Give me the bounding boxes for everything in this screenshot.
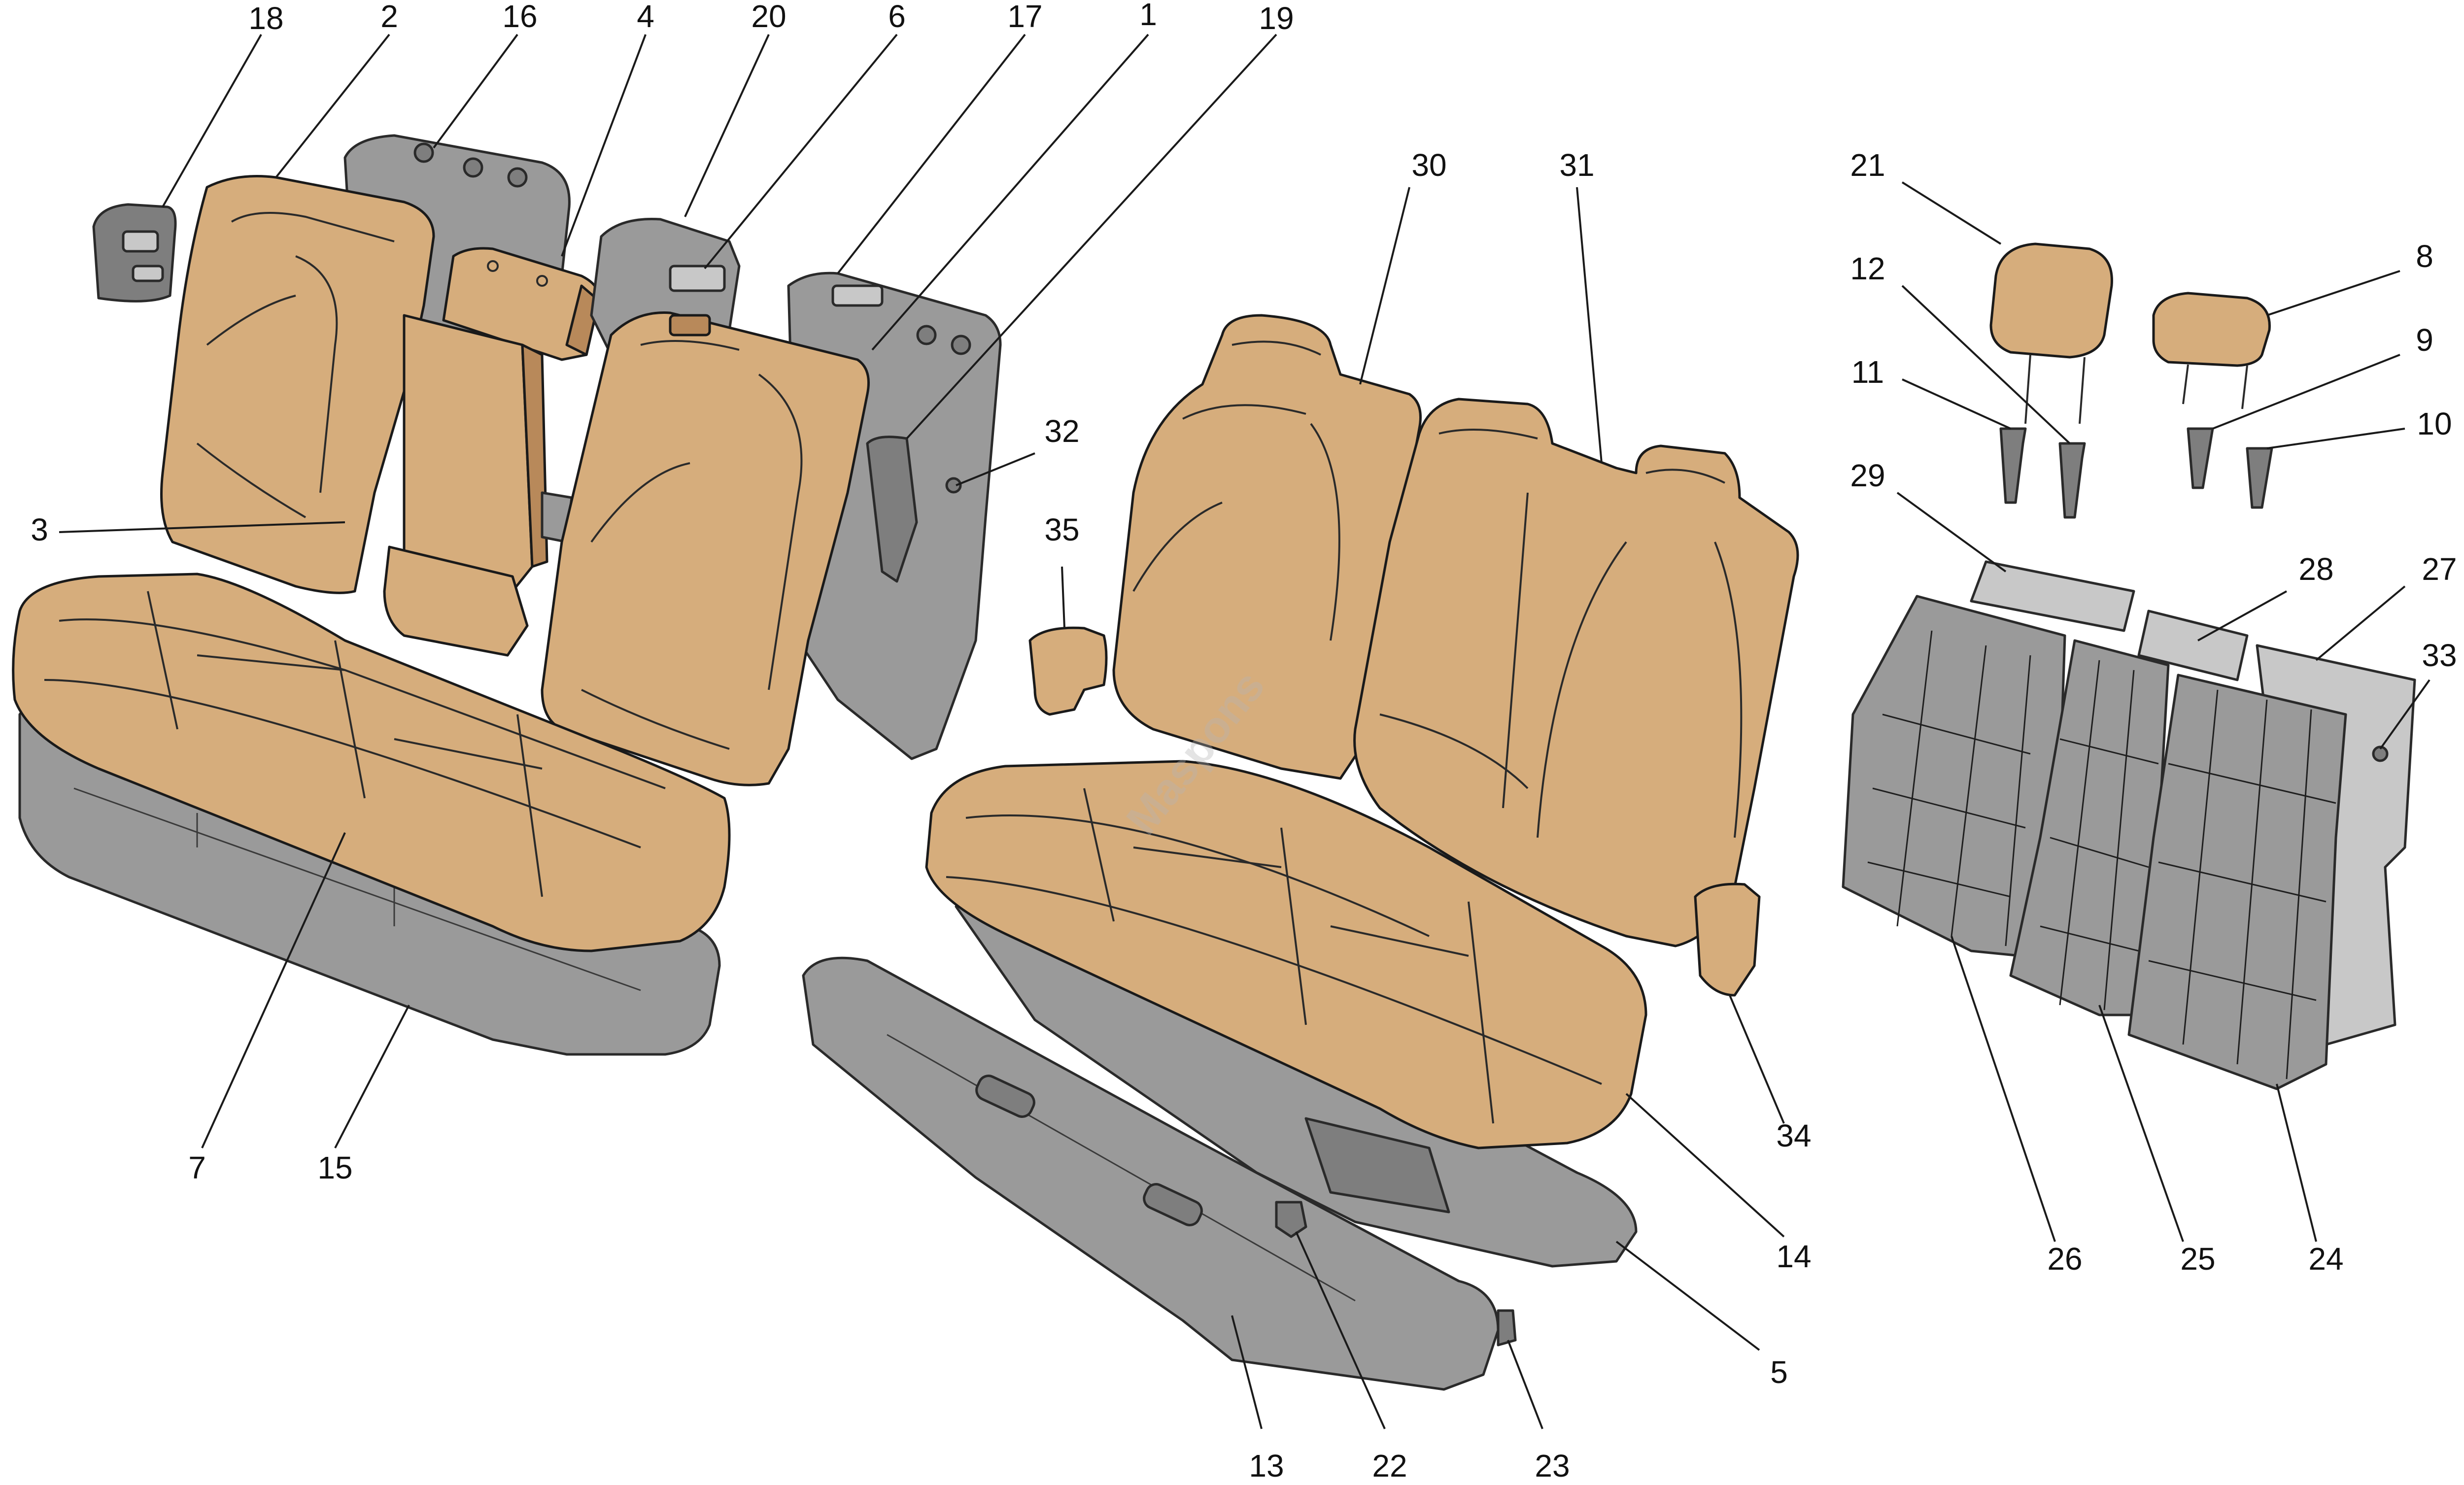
callout-19: 19 — [1259, 0, 1294, 36]
callout-8: 8 — [2416, 238, 2433, 274]
callout-33: 33 — [2422, 638, 2457, 673]
part-34-side-piece — [1694, 882, 1761, 997]
callout-27: 27 — [2422, 551, 2457, 587]
part-32-clip — [945, 477, 962, 494]
part-30-backrest — [1112, 314, 1422, 780]
part-11-guide — [1999, 427, 2027, 504]
callout-15: 15 — [317, 1150, 352, 1185]
part-8-headrest — [2152, 292, 2271, 409]
part-24-back-cover — [2127, 674, 2347, 1090]
callout-34: 34 — [1776, 1118, 1811, 1153]
part-33-bolt — [2372, 745, 2389, 762]
callout-30: 30 — [1411, 147, 1446, 183]
callout-11: 11 — [1851, 354, 1884, 390]
callout-12: 12 — [1850, 251, 1885, 286]
part-22-clip — [1275, 1201, 1307, 1238]
callout-10: 10 — [2417, 406, 2452, 441]
part-28-panel — [2137, 609, 2249, 681]
callout-17: 17 — [1007, 0, 1042, 34]
part-31-backrest — [1353, 398, 1799, 947]
part-12-guide — [2058, 442, 2086, 519]
part-25-back-cover — [2009, 639, 2170, 1016]
callout-9: 9 — [2416, 322, 2433, 358]
part-6-switch — [669, 265, 726, 292]
callout-25: 25 — [2180, 1241, 2215, 1277]
part-18-bracket — [92, 203, 177, 303]
callout-28: 28 — [2298, 551, 2333, 587]
callout-16: 16 — [502, 0, 537, 34]
part-14-seat-cushion — [925, 760, 1647, 1149]
callout-18: 18 — [248, 0, 283, 36]
callout-29: 29 — [1850, 458, 1885, 493]
part-10-guide — [2246, 447, 2273, 509]
part-2-left-backrest — [160, 175, 435, 594]
callout-labels: 18 2 16 4 20 6 17 1 19 3 32 35 30 31 21 … — [31, 0, 2457, 1484]
callout-32: 32 — [1044, 413, 1079, 449]
callout-3: 3 — [31, 512, 48, 547]
callout-14: 14 — [1776, 1239, 1811, 1274]
part-4-pad — [442, 247, 601, 361]
part-19-latch — [866, 436, 918, 583]
leader-lines — [59, 34, 2430, 1429]
part-7-seat-cushion — [12, 573, 731, 952]
callout-35: 35 — [1044, 512, 1079, 547]
part-1-middle-backrest — [541, 311, 870, 786]
callout-22: 22 — [1372, 1448, 1407, 1484]
part-23-clip — [1497, 1309, 1517, 1347]
callout-1: 1 — [1139, 0, 1157, 32]
callout-26: 26 — [2047, 1241, 2082, 1277]
callout-7: 7 — [188, 1150, 206, 1185]
part-29-panel — [1970, 560, 2135, 632]
callout-4: 4 — [637, 0, 654, 34]
callout-2: 2 — [380, 0, 398, 34]
callout-20: 20 — [751, 0, 786, 34]
part-21-headrest — [1989, 242, 2113, 424]
callout-31: 31 — [1559, 147, 1594, 183]
callout-21: 21 — [1850, 147, 1885, 183]
part-3-center-panel — [383, 314, 548, 657]
callout-24: 24 — [2308, 1241, 2343, 1277]
part-13-base-frame — [802, 956, 1500, 1391]
callout-5: 5 — [1770, 1354, 1788, 1390]
part-9-guide — [2187, 427, 2214, 489]
callout-6: 6 — [888, 0, 906, 34]
part-35-cap — [1028, 626, 1108, 716]
callout-13: 13 — [1249, 1448, 1284, 1484]
callout-23: 23 — [1535, 1448, 1570, 1484]
